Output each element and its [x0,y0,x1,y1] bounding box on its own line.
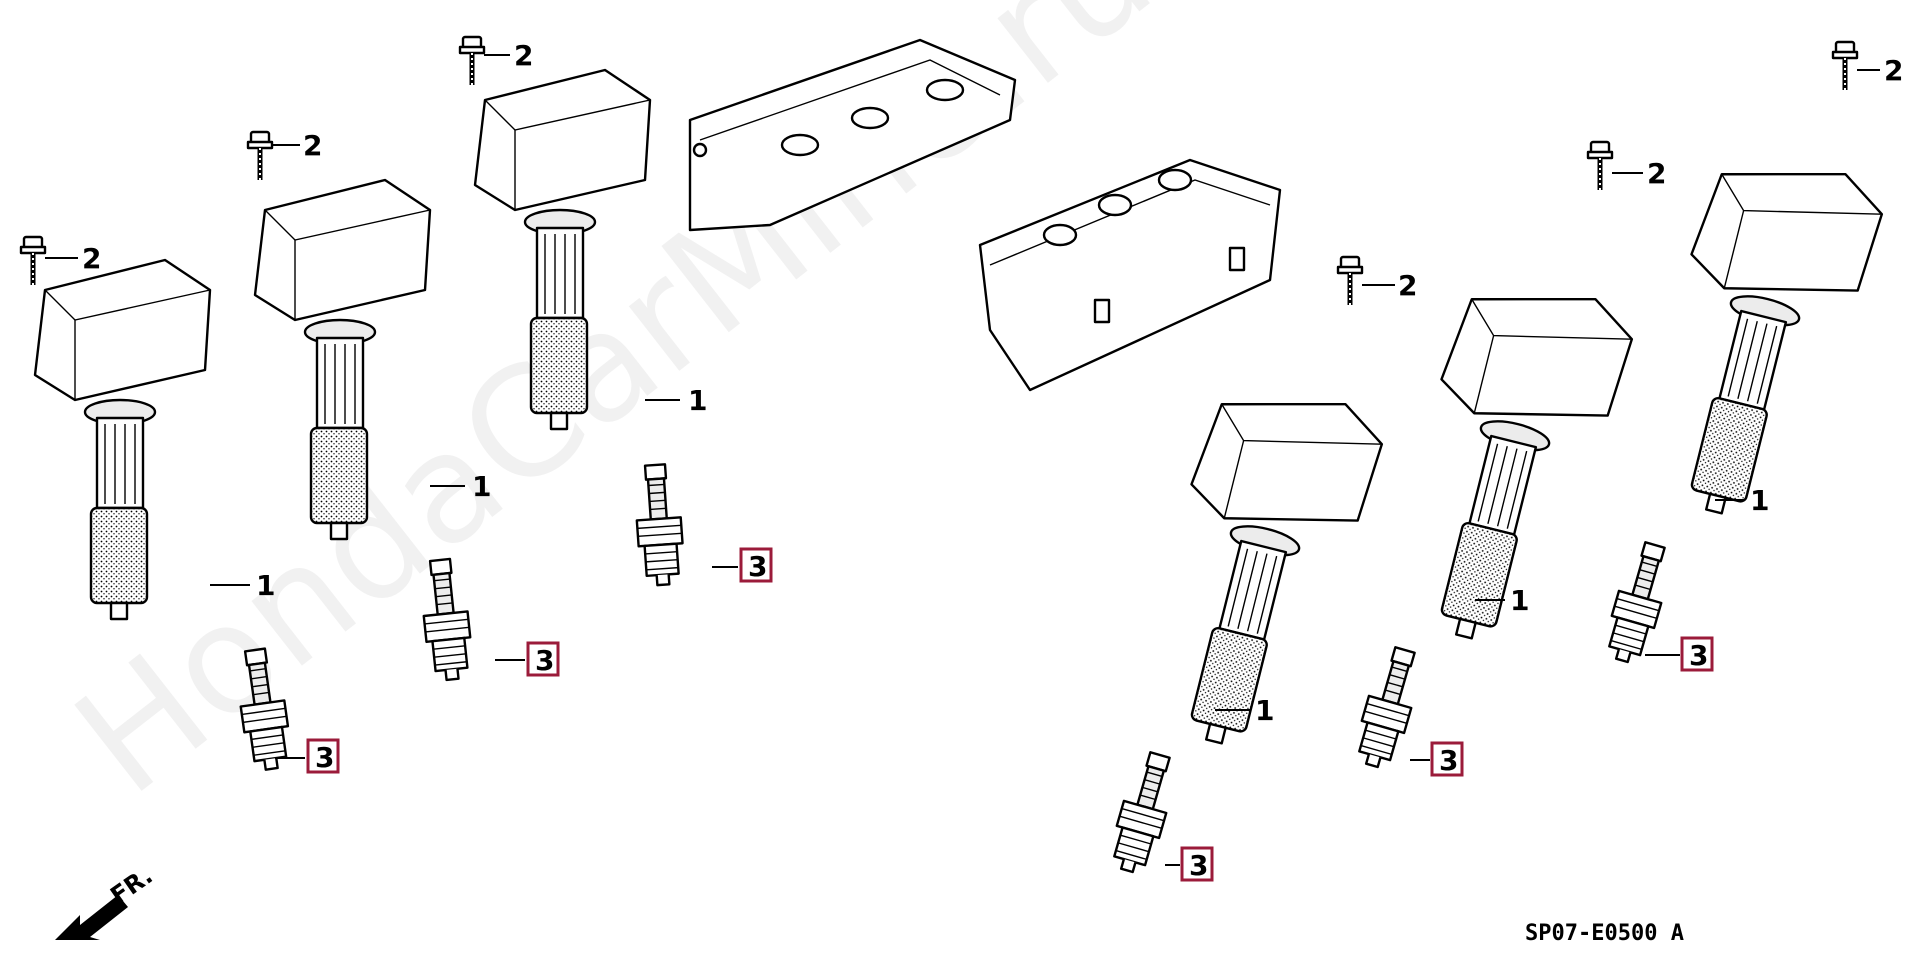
leader-lines [45,54,1880,866]
callout-1: 1 [1255,694,1274,727]
callout-3-box[interactable]: 3 [1180,846,1214,882]
callout-3-box[interactable]: 3 [526,641,560,677]
coil-bolt-5 [1588,142,1612,190]
callout-2: 2 [1884,54,1903,87]
callout-3-box[interactable]: 3 [1680,636,1714,672]
svg-text:3: 3 [315,741,334,774]
svg-text:3: 3 [1689,639,1708,672]
svg-text:3: 3 [1189,849,1208,882]
callout-1: 1 [1510,584,1529,617]
coil-bolt-6 [1833,42,1857,90]
callout-1: 1 [688,384,707,417]
diagram-code: SP07-E0500 A [1525,921,1684,946]
callout-2: 2 [514,39,533,72]
coil-bolt-2 [248,132,272,180]
callout-2: 2 [1398,269,1417,302]
spark-plug-6 [1599,537,1678,668]
coil-bolt-3 [460,37,484,85]
coil-bolt-1 [21,237,45,285]
spark-plug-3 [631,462,687,588]
callout-2: 2 [82,242,101,275]
callout-3-box[interactable]: 3 [306,738,340,774]
cylinder-head-cover-rear [688,38,1017,232]
spark-plug-4 [1104,747,1183,878]
callout-1: 1 [472,470,491,503]
svg-text:3: 3 [1439,744,1458,777]
spark-plug-5 [1349,642,1428,773]
callout-3-box[interactable]: 3 [739,547,773,583]
ignition-coil-1 [33,258,212,621]
front-arrow-icon [55,895,128,940]
callout-1: 1 [1750,484,1769,517]
svg-text:3: 3 [535,644,554,677]
callout-3-box[interactable]: 3 [1430,741,1464,777]
callout-2: 2 [303,129,322,162]
callout-2: 2 [1647,157,1666,190]
coil-bolt-4 [1338,257,1362,305]
svg-text:3: 3 [748,550,767,583]
ignition-coil-6 [1631,141,1891,535]
cylinder-head-cover-front [978,158,1282,392]
callout-1: 1 [256,569,275,602]
